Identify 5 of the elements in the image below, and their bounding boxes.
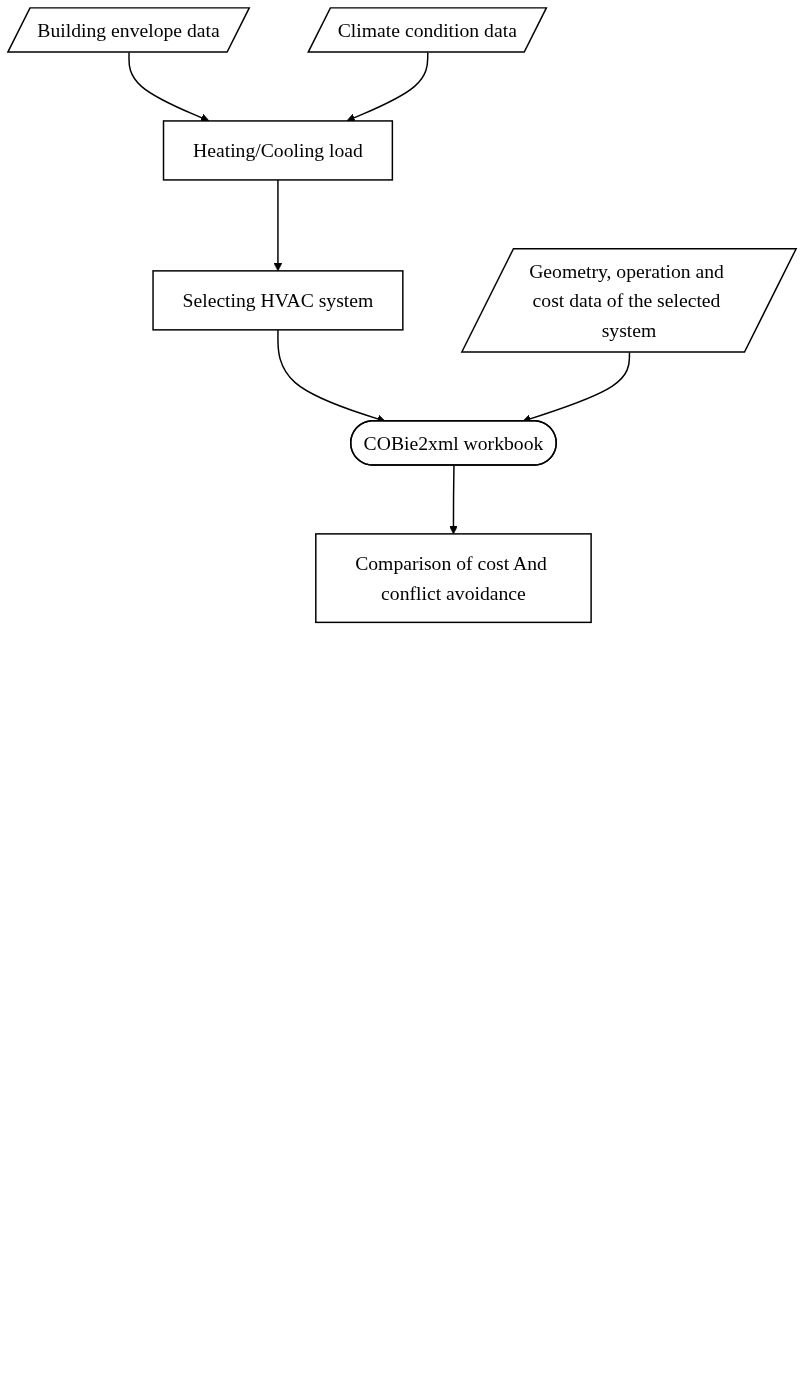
node-box: Heating/Cooling load <box>162 120 394 181</box>
node-box: Selecting HVAC system <box>152 270 404 331</box>
arrow <box>449 464 458 535</box>
node-box: Comparison of cost And conflict avoidance <box>315 533 592 624</box>
arrow <box>273 179 283 272</box>
